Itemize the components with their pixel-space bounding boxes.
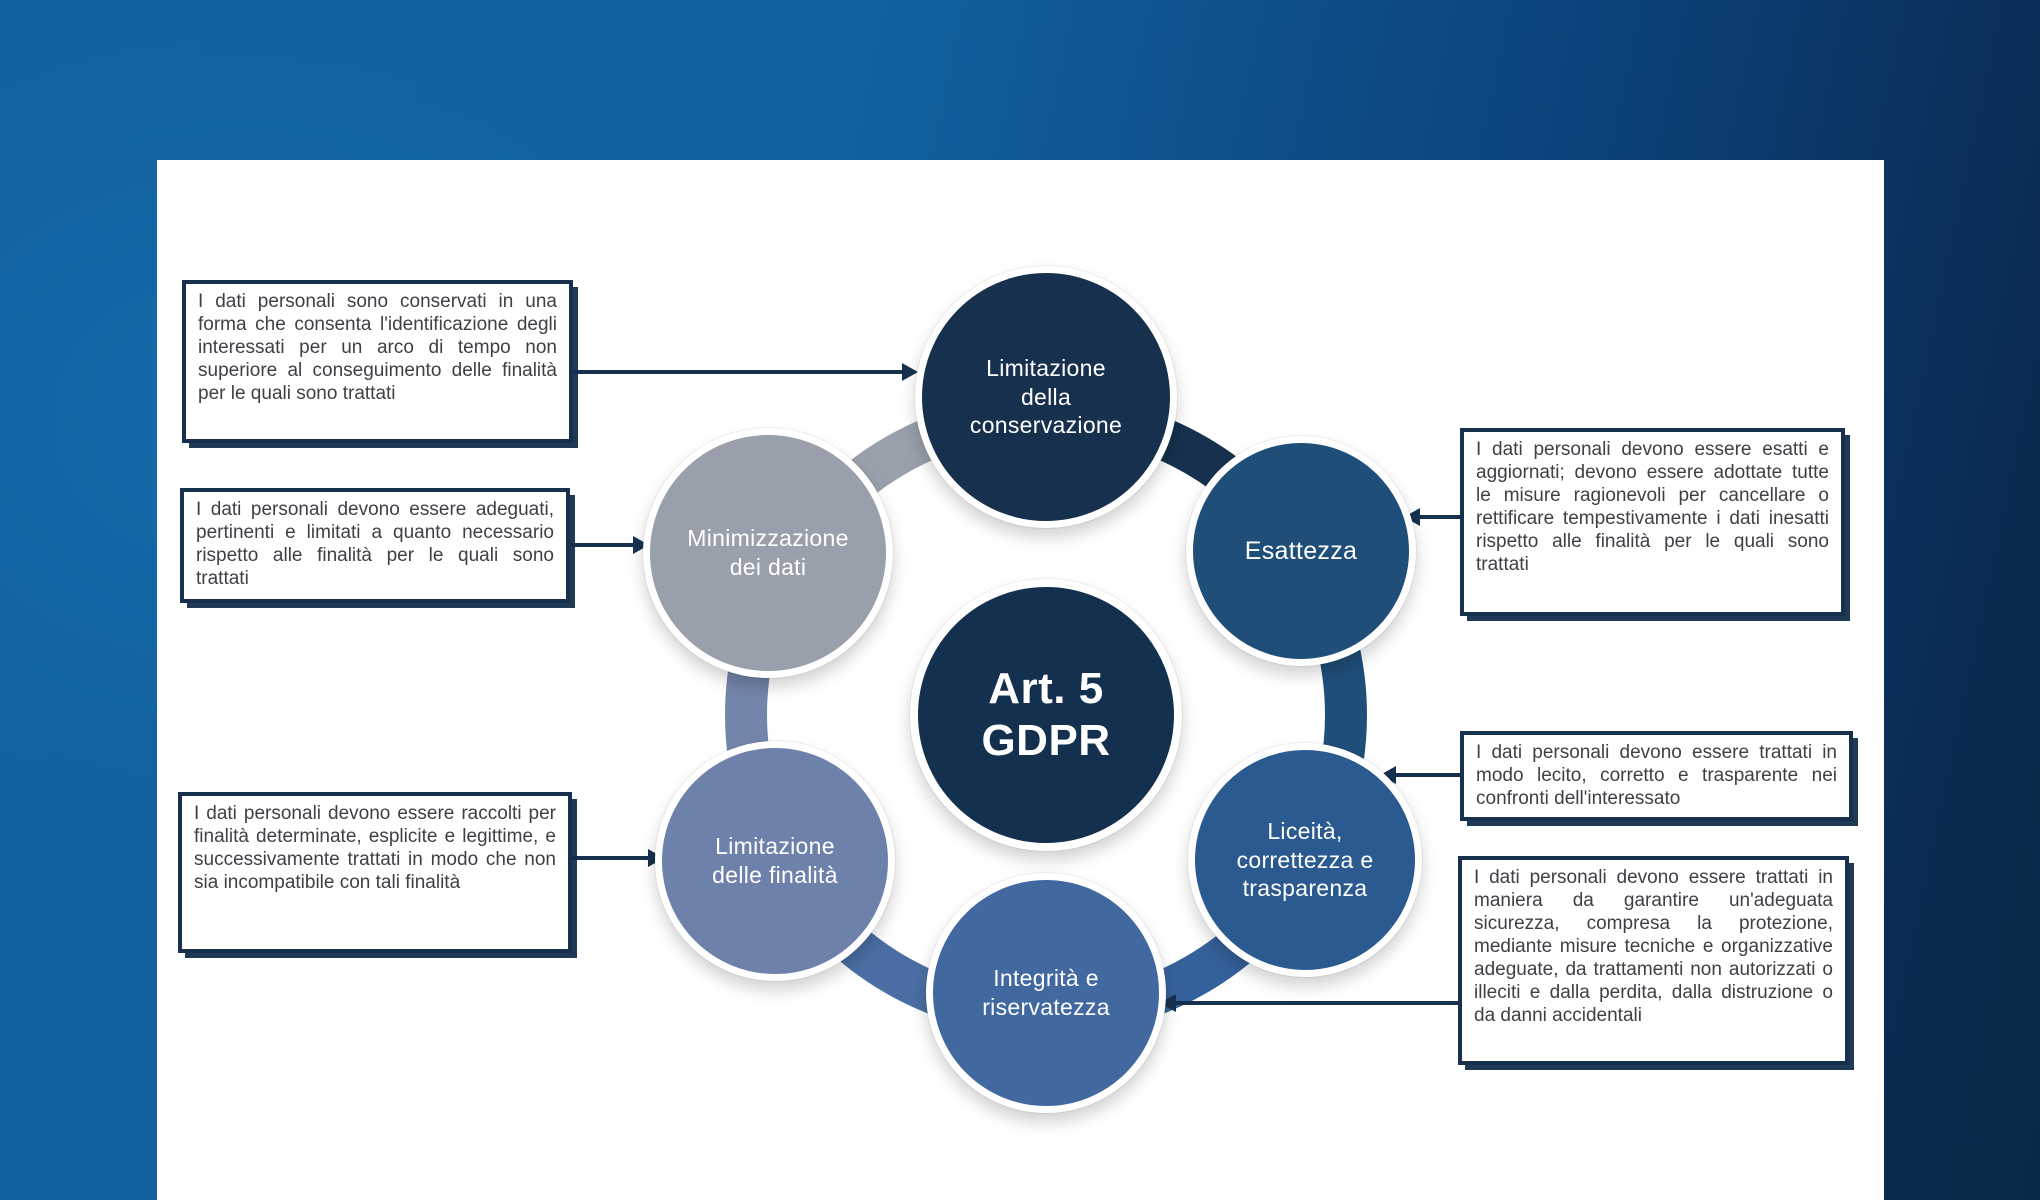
arrow-to-integrita	[1160, 994, 1460, 1012]
note-box-integrita: I dati personali devono essere trattati …	[1458, 856, 1849, 1065]
principle-circle-integrita-riservatezza: Integrità e riservatezza	[926, 873, 1166, 1113]
arrow-to-esattezza	[1404, 508, 1462, 526]
arrow-to-liceita	[1380, 766, 1462, 784]
note-box-finalita: I dati personali devono essere raccolti …	[178, 792, 572, 953]
principle-circle-minimizzazione-dati: Minimizzazione dei dati	[643, 428, 893, 678]
note-text: I dati personali devono essere trattati …	[1476, 742, 1837, 809]
principle-label: Limitazione della conservazione	[969, 355, 1123, 439]
note-box-minimizzazione: I dati personali devono essere adeguati,…	[180, 488, 570, 603]
arrow-to-minimizzazione	[570, 536, 649, 554]
principle-label: Integrità e riservatezza	[982, 965, 1110, 1020]
principle-label: Limitazione delle finalità	[712, 833, 838, 888]
center-circle-art5-gdpr: Art. 5 GDPR	[910, 579, 1182, 851]
note-text: I dati personali devono essere esatti e …	[1476, 439, 1829, 575]
principle-label: Liceità, correttezza e trasparenza	[1236, 818, 1374, 902]
note-text: I dati personali devono essere raccolti …	[194, 803, 556, 893]
principle-circle-esattezza: Esattezza	[1186, 436, 1416, 666]
note-box-conservazione: I dati personali sono conservati in una …	[182, 280, 573, 443]
note-text: I dati personali sono conservati in una …	[198, 291, 557, 404]
note-text: I dati personali devono essere adeguati,…	[196, 499, 554, 589]
slide-canvas: Limitazione della conservazione Minimizz…	[157, 160, 1884, 1200]
principle-circle-limitazione-conservazione: Limitazione della conservazione	[915, 266, 1177, 528]
principle-label: Esattezza	[1244, 536, 1358, 565]
principle-label: Minimizzazione dei dati	[687, 525, 849, 580]
note-box-esattezza: I dati personali devono essere esatti e …	[1460, 428, 1845, 616]
principle-circle-limitazione-finalita: Limitazione delle finalità	[655, 741, 895, 981]
note-box-liceita: I dati personali devono essere trattati …	[1460, 731, 1853, 821]
principle-circle-liceita-correttezza-trasparenza: Liceità, correttezza e trasparenza	[1188, 743, 1422, 977]
arrow-to-conservazione	[573, 363, 918, 381]
diagram-title: Art. 5 GDPR	[981, 664, 1111, 765]
arrow-to-finalita	[572, 849, 664, 867]
note-text: I dati personali devono essere trattati …	[1474, 867, 1833, 1026]
